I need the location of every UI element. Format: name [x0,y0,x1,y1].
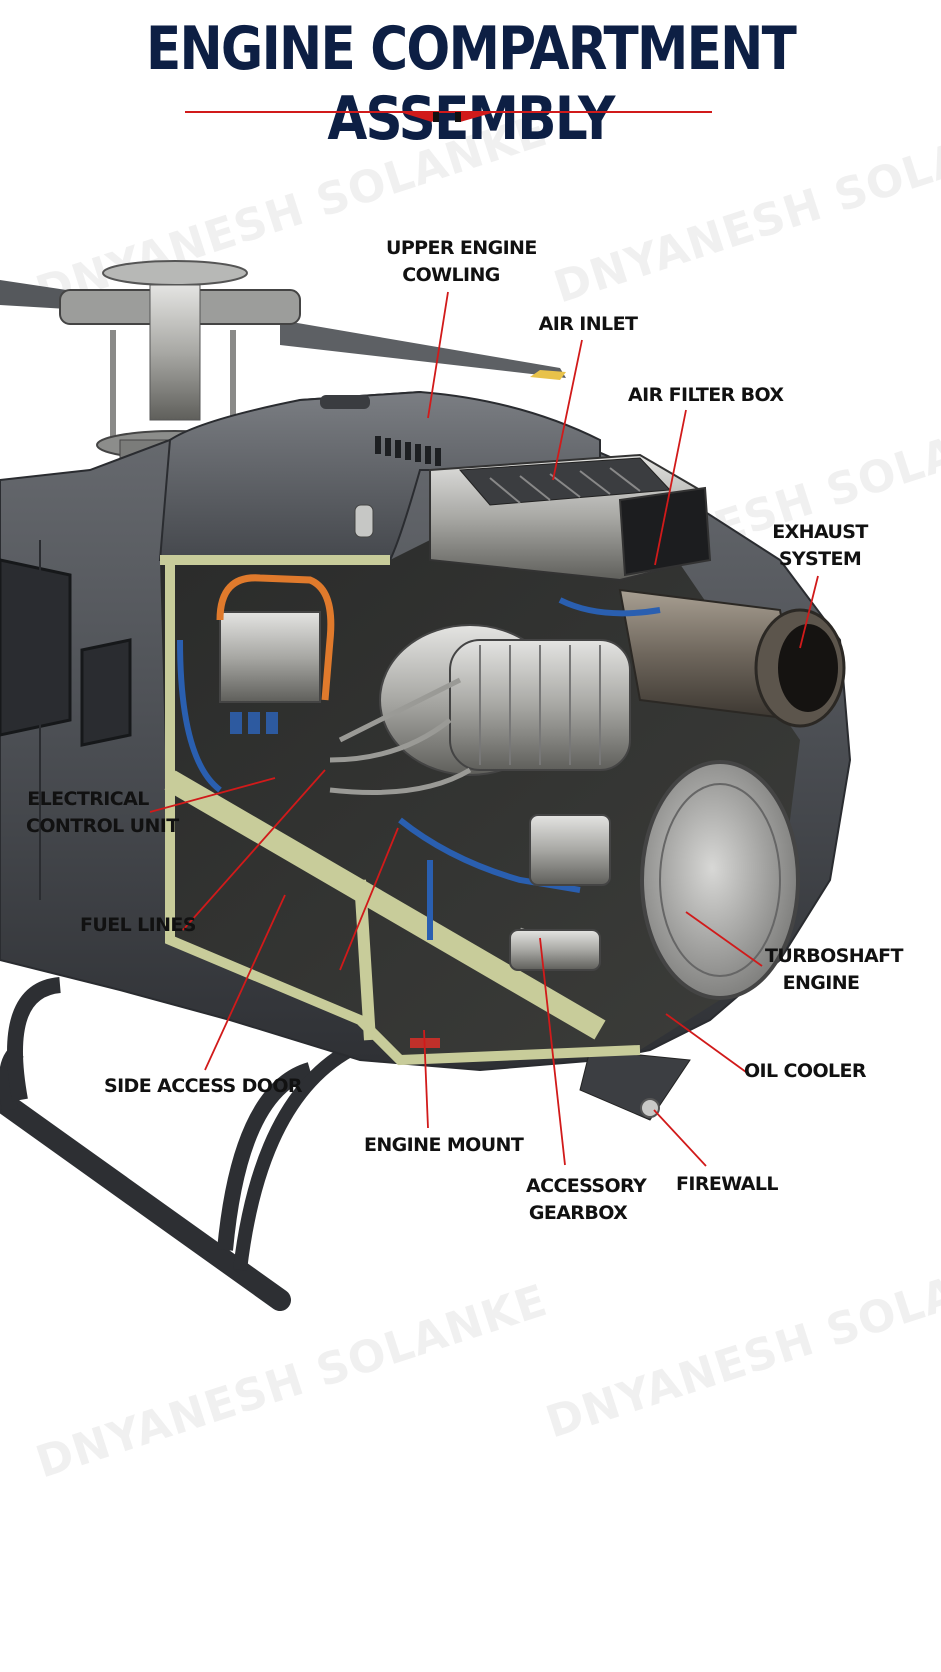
leader-line-side-access-door [204,894,286,1071]
label-engine-mount: ENGINE MOUNT [364,1134,524,1156]
leader-line-ecu [149,777,276,813]
label-air-inlet: AIR INLET [538,313,638,335]
label-exhaust-system: EXHAUST SYSTEM [772,521,868,570]
page-title: ENGINE COMPARTMENT ASSEMBLY [145,14,797,154]
label-side-access-door: SIDE ACCESS DOOR [104,1075,303,1097]
leader-line-exhaust [799,575,819,649]
label-upper-engine-cowling: UPPER ENGINE COWLING [386,237,537,286]
leader-line-oil-cooler [665,1013,747,1073]
label-fuel-lines: FUEL LINES [80,914,196,936]
leader-line-fuel-lines-2 [339,827,399,971]
label-firewall: FIREWALL [676,1173,778,1195]
leader-line-air-filter [654,409,687,566]
leader-line-fuel-lines-1 [182,769,326,931]
label-turboshaft-engine: TURBOSHAFT ENGINE [765,945,903,994]
label-air-filter-box: AIR FILTER BOX [628,384,784,406]
leader-line-accessory-gearbox [539,937,566,1166]
leader-line-upper-cowling [427,291,449,419]
label-oil-cooler: OIL COOLER [744,1060,867,1082]
leader-line-air-inlet [552,339,583,481]
leader-line-engine-mount [423,1029,429,1129]
label-electrical-control-unit: ELECTRICAL CONTROL UNIT [26,788,179,837]
leader-line-turboshaft [685,911,763,967]
leader-line-firewall [653,1109,707,1167]
label-accessory-gearbox: ACCESSORY GEARBOX [526,1175,647,1224]
